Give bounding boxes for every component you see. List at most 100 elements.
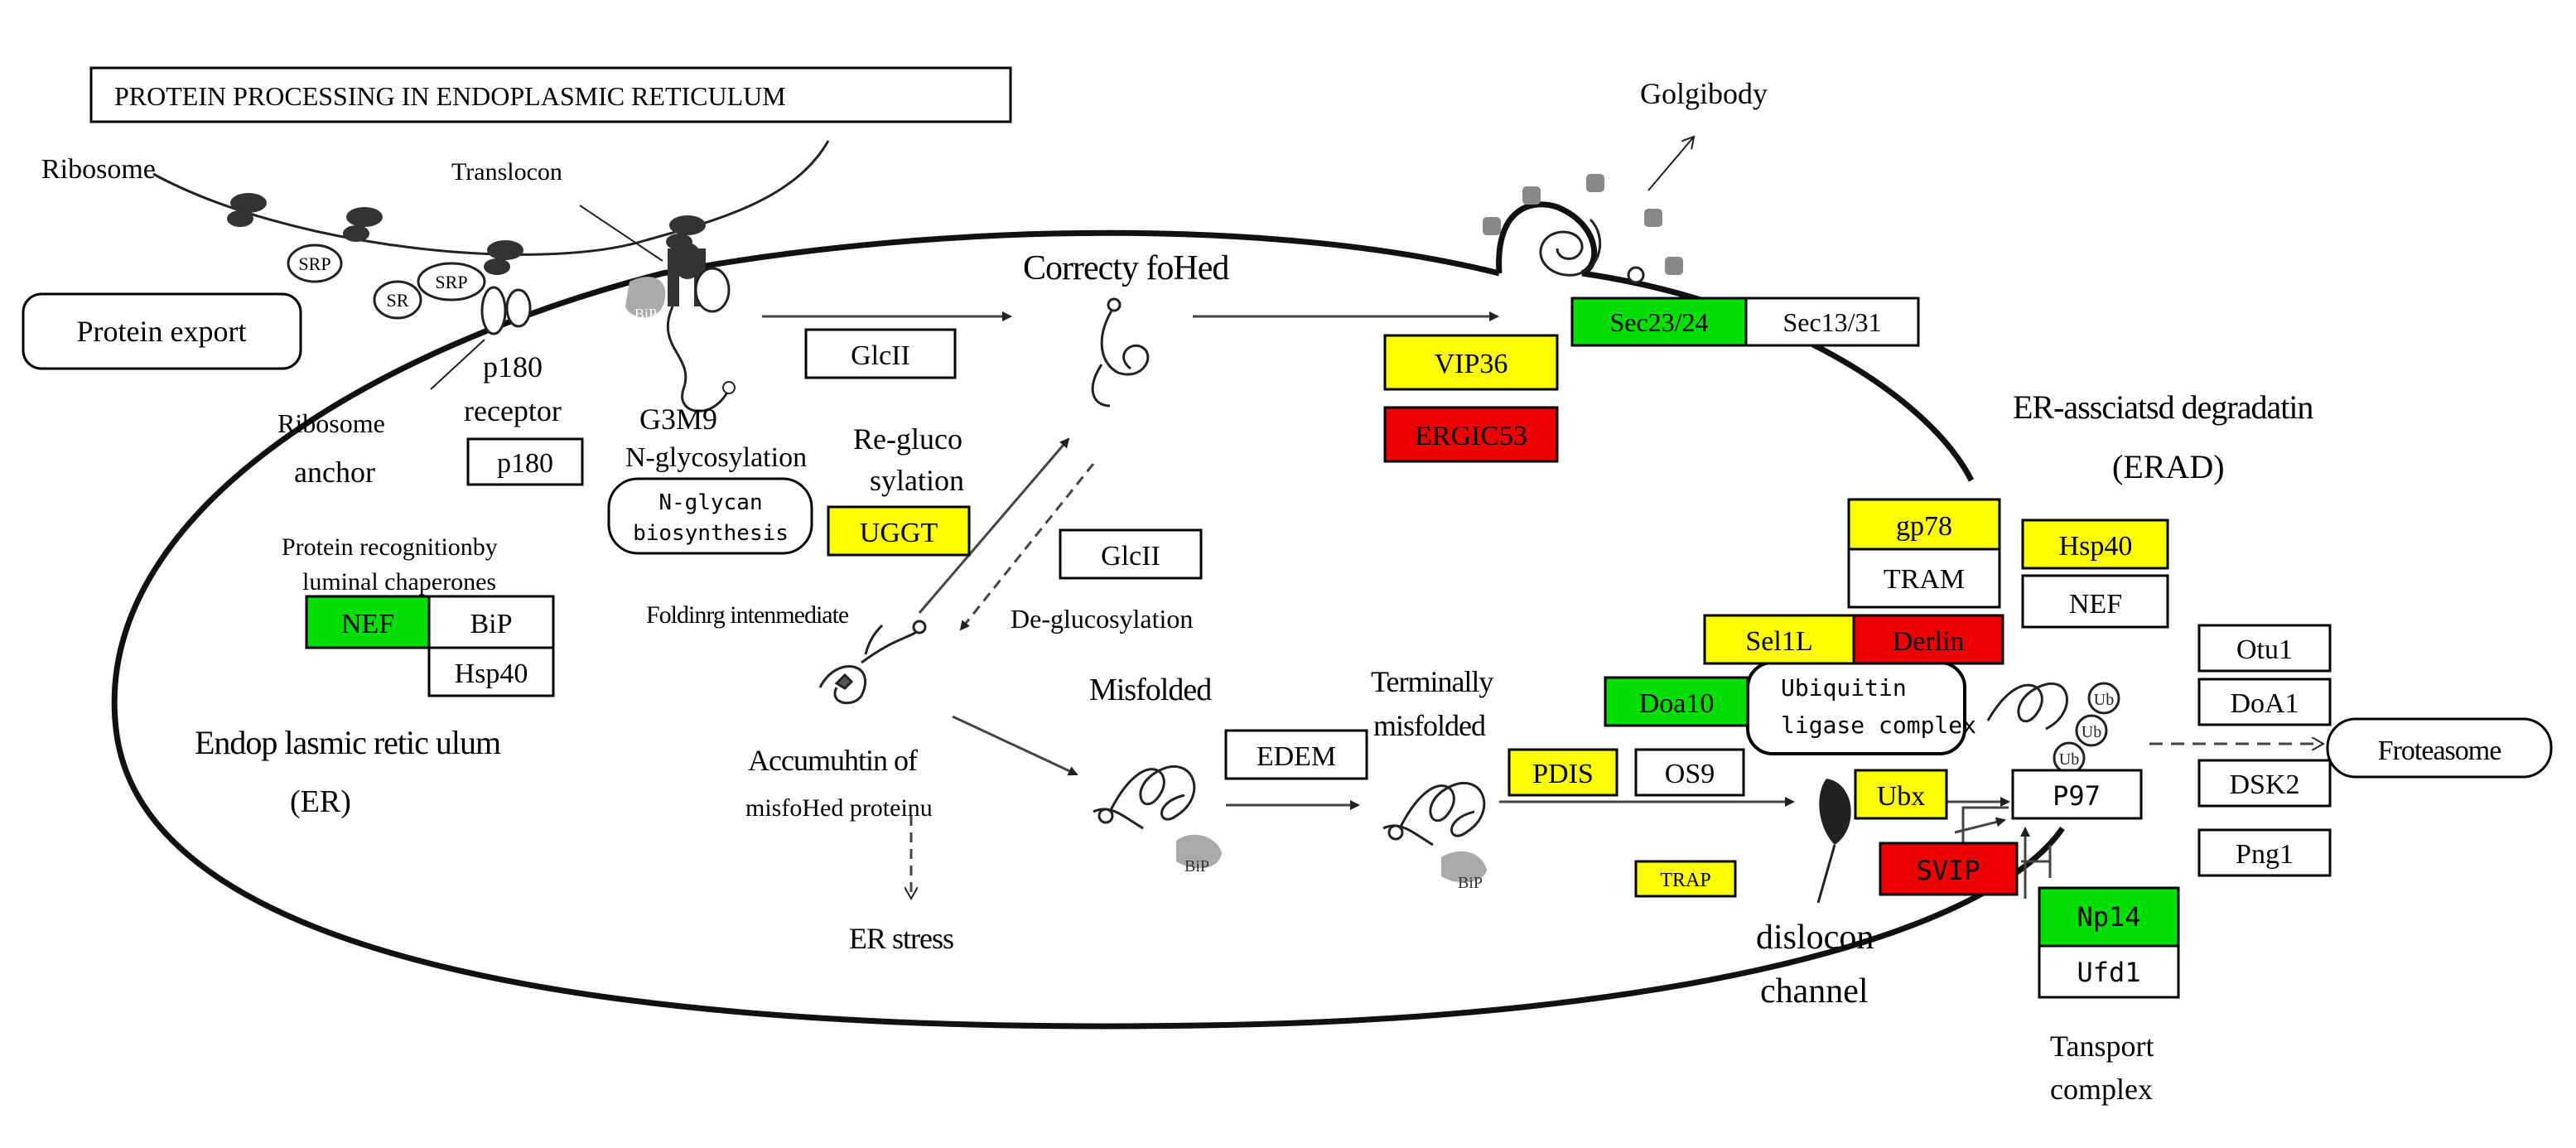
er-label-2: (ER)	[290, 784, 351, 819]
gene-box-dsk2[interactable]: DSK2	[2197, 759, 2332, 808]
srp-label-1: SRP	[298, 253, 330, 274]
srp-oval-1	[287, 244, 343, 283]
gene-box-hsp40-left[interactable]: Hsp40	[427, 646, 555, 697]
protein-recognition-label-1: Protein recognitionby	[282, 533, 498, 561]
gene-box-trap[interactable]: TRAP	[1634, 860, 1737, 898]
ribosome-anchor-pointer	[430, 339, 485, 390]
gene-box-bip[interactable]: BiP	[427, 595, 555, 649]
protein-export-box[interactable]	[22, 292, 302, 370]
gene-box-png1[interactable]: Png1	[2197, 828, 2332, 877]
ub-label-2: Ub	[2082, 723, 2101, 741]
ribosome-anchor-label-1: Ribosome	[277, 408, 385, 438]
gene-label-ufd1: Ufd1	[2077, 957, 2140, 988]
gene-box-svip[interactable]: SVIP	[1879, 842, 2019, 896]
p180-receptor-label-1: p180	[483, 350, 543, 383]
reglucosylation-label-1: Re-gluco	[853, 422, 962, 456]
gene-box-uggt[interactable]: UGGT	[827, 505, 971, 557]
gene-box-nef-left[interactable]: NEF	[305, 595, 431, 649]
gene-box-doa10[interactable]: Doa10	[1604, 676, 1749, 727]
golgi-label: Golgibody	[1640, 77, 1768, 110]
gene-label-sec1331: Sec13/31	[1782, 307, 1881, 337]
dislocon-label-2: channel	[1760, 972, 1869, 1011]
gene-box-sec2324[interactable]: Sec23/24	[1570, 297, 1748, 347]
gene-box-p97[interactable]: P97	[2011, 769, 2143, 820]
ribosome-label: Ribosome	[41, 154, 156, 185]
gene-label-tram: TRAM	[1884, 564, 1965, 595]
erad-label-1: ER-assciatsd degradatin	[2013, 388, 2313, 426]
gene-label-png1: Png1	[2236, 839, 2294, 870]
gene-box-p180[interactable]: p180	[466, 437, 584, 486]
gene-label-nef-right: NEF	[2069, 589, 2122, 620]
gene-label-edem: EDEM	[1257, 741, 1336, 772]
terminally-label-1: Terminally	[1371, 665, 1493, 698]
translocon-label: Translocon	[451, 158, 562, 186]
ubiquitin-label-1: Ubiquitin	[1781, 674, 1907, 702]
gene-label-pdis: PDIS	[1532, 759, 1594, 789]
gene-box-ufd1[interactable]: Ufd1	[2038, 944, 2180, 999]
gene-box-tram[interactable]: TRAM	[1847, 547, 2001, 609]
gene-box-sec1331[interactable]: Sec13/31	[1744, 297, 1920, 347]
gene-box-sel1l[interactable]: Sel1L	[1703, 614, 1855, 665]
er-label-1: Endop lasmic retic ulum	[195, 724, 501, 761]
gene-box-otu1[interactable]: Otu1	[2197, 624, 2332, 673]
gene-label-npl4: Np14	[2077, 901, 2140, 933]
folding-intermediate-glyph-icon	[818, 620, 927, 705]
gene-box-glcii-top[interactable]: GlcII	[804, 328, 957, 379]
title-box	[89, 66, 1012, 123]
gene-label-uggt: UGGT	[860, 518, 938, 548]
gene-box-pdis[interactable]: PDIS	[1507, 748, 1618, 797]
gene-label-doa10: Doa10	[1639, 688, 1715, 719]
n-glycan-box[interactable]	[607, 477, 813, 555]
gene-box-hsp40-right[interactable]: Hsp40	[2021, 519, 2169, 570]
gene-label-svip: SVIP	[1916, 855, 1980, 886]
ub-label-3: Ub	[2059, 750, 2079, 769]
proteasome-label: Froteasome	[2378, 736, 2501, 766]
misfolded-label: Misfolded	[1089, 673, 1212, 707]
protein-recognition-label-2: luminal chaperones	[302, 568, 496, 596]
golgi-export-arrow	[1647, 137, 1694, 191]
gene-box-derlin[interactable]: Derlin	[1852, 614, 2004, 665]
gene-box-gp78[interactable]: gp78	[1847, 498, 2001, 551]
deglucosylation-label: De-glucosylation	[1011, 604, 1193, 634]
er-membrane	[111, 229, 2065, 1030]
gene-box-doa1[interactable]: DoA1	[2197, 678, 2332, 726]
golgi-spiral	[1539, 218, 1602, 277]
gene-box-nef-right[interactable]: NEF	[2021, 574, 2169, 629]
srp-oval-2	[417, 262, 486, 301]
ub-label-1: Ub	[2094, 691, 2114, 709]
n-glycan-label-2: biosynthesis	[633, 521, 789, 546]
gene-label-glcii-mid: GlcII	[1101, 541, 1160, 572]
ribosome-icons	[227, 193, 706, 275]
gene-label-sel1l: Sel1L	[1745, 626, 1812, 657]
page-title: PROTEIN PROCESSING IN ENDOPLASMIC RETICU…	[114, 81, 786, 111]
terminally-label-2: misfolded	[1373, 709, 1486, 742]
gene-box-npl4[interactable]: Np14	[2038, 886, 2180, 948]
gene-label-hsp40-left: Hsp40	[455, 658, 528, 689]
folding-intermediate-label: Foldinrg intenmediate	[646, 601, 849, 629]
n-glycan-label-1: N-glycan	[658, 490, 762, 515]
gene-box-ergic53[interactable]: ERGIC53	[1383, 406, 1559, 463]
gene-box-ubx[interactable]: Ubx	[1854, 769, 1948, 820]
proteasome-box[interactable]	[2326, 717, 2553, 779]
gene-box-edem[interactable]: EDEM	[1224, 729, 1368, 780]
gene-box-os9[interactable]: OS9	[1634, 748, 1745, 797]
gene-label-dsk2: DSK2	[2229, 769, 2299, 800]
gene-label-otu1: Otu1	[2236, 634, 2293, 665]
bip-misfolded-label: BiP	[1184, 857, 1209, 875]
gene-label-ubx: Ubx	[1877, 781, 1926, 812]
gene-box-vip36[interactable]: VIP36	[1383, 334, 1559, 391]
correctly-folded-label: Correcty foHed	[1023, 249, 1229, 287]
sr-oval	[373, 280, 422, 320]
gene-box-glcii-mid[interactable]: GlcII	[1059, 528, 1203, 580]
gene-label-nef-left: NEF	[341, 609, 394, 639]
ribosome-anchor-label-2: anchor	[294, 456, 375, 489]
golgi-vesicle-icon	[1627, 266, 1645, 284]
mrna-strand	[152, 140, 830, 256]
pathway-arrows	[762, 311, 2323, 899]
misfolded-protein-glyph-icon: BiP	[1093, 765, 1222, 875]
gene-label-p180: p180	[497, 448, 553, 479]
accumulation-label-1: Accumuhtin of	[748, 744, 918, 777]
ubiquitinated-protein-glyph-icon: Ub Ub Ub	[1986, 682, 2120, 774]
